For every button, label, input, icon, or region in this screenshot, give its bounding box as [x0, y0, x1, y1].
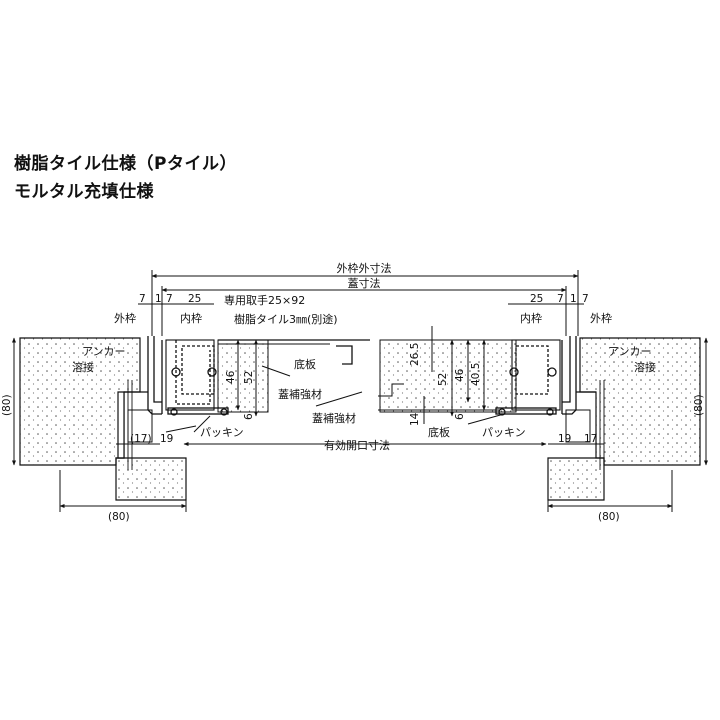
- concrete-left: [19, 337, 187, 501]
- dim-right-7a: 7: [557, 293, 564, 305]
- label-outer-frame-left: 外枠: [114, 311, 136, 325]
- dim-center-14: 14: [409, 412, 421, 426]
- dim-left-80-vertical: (80): [1, 394, 13, 416]
- label-outer-frame-outer-dim: 外枠外寸法: [337, 261, 392, 275]
- concrete-right: [547, 337, 701, 501]
- spec-title-line2: モルタル充填仕様: [14, 182, 154, 202]
- dim-right-25: 25: [530, 293, 543, 305]
- label-dedicated-handle: 専用取手25×92: [224, 293, 305, 307]
- dim-left-25: 25: [188, 293, 201, 305]
- label-bottom-plate-right: 底板: [428, 425, 450, 439]
- label-bottom-plate-left: 底板: [294, 357, 316, 371]
- dim-right-80-vertical: (80): [693, 394, 705, 416]
- frame-right: [378, 336, 605, 470]
- dim-right-17: 17: [584, 433, 597, 445]
- label-packing-left: パッキン: [200, 426, 244, 439]
- label-weld-left: 溶接: [72, 360, 94, 374]
- dim-right-40-5: 40.5: [470, 363, 482, 386]
- dim-left-46: 46: [225, 370, 237, 384]
- dim-left-7b: 7: [166, 293, 173, 305]
- dim-left-7a: 7: [139, 293, 146, 305]
- dim-right-6: 6: [454, 413, 466, 420]
- dim-right-1: 1: [570, 293, 577, 305]
- dim-left-52: 52: [243, 371, 255, 384]
- dim-right-19: 19: [558, 433, 571, 445]
- dim-right-52: 52: [437, 373, 449, 386]
- label-inner-frame-right: 内枠: [520, 311, 542, 325]
- dim-left-1: 1: [155, 293, 162, 305]
- label-anchor-right: アンカー: [608, 345, 652, 358]
- label-packing-right: パッキン: [482, 426, 526, 439]
- label-lid-dim: 蓋寸法: [348, 276, 381, 290]
- dim-center-26-5: 26.5: [409, 343, 421, 366]
- dim-right-46: 46: [454, 368, 466, 382]
- spec-title: 樹脂タイル仕様（Pタイル） モルタル充填仕様: [14, 150, 237, 206]
- dim-right-7b: 7: [582, 293, 589, 305]
- spec-title-line1: 樹脂タイル仕様（Pタイル）: [14, 154, 237, 174]
- dim-left-80-bottom: (80): [108, 511, 130, 523]
- dim-right-80-bottom: (80): [598, 511, 620, 523]
- handle-symbol: [336, 345, 353, 365]
- label-outer-frame-right: 外枠: [590, 311, 612, 325]
- mortar-fill-left: [217, 339, 269, 413]
- dim-left-19: 19: [160, 433, 173, 445]
- label-stiffener-left: 蓋補強材: [278, 387, 322, 401]
- frame-left: [124, 336, 370, 470]
- label-inner-frame-left: 内枠: [180, 311, 202, 325]
- dimension-lines: [12, 270, 708, 512]
- label-stiffener-right: 蓋補強材: [312, 411, 356, 425]
- label-anchor-left: アンカー: [82, 345, 126, 358]
- dim-left-6: 6: [243, 413, 255, 420]
- dim-left-17: (17): [130, 433, 152, 445]
- label-effective-opening: 有効開口寸法: [324, 438, 390, 452]
- label-resin-tile: 樹脂タイル3㎜(別途): [234, 312, 338, 326]
- label-weld-right: 溶接: [634, 360, 656, 374]
